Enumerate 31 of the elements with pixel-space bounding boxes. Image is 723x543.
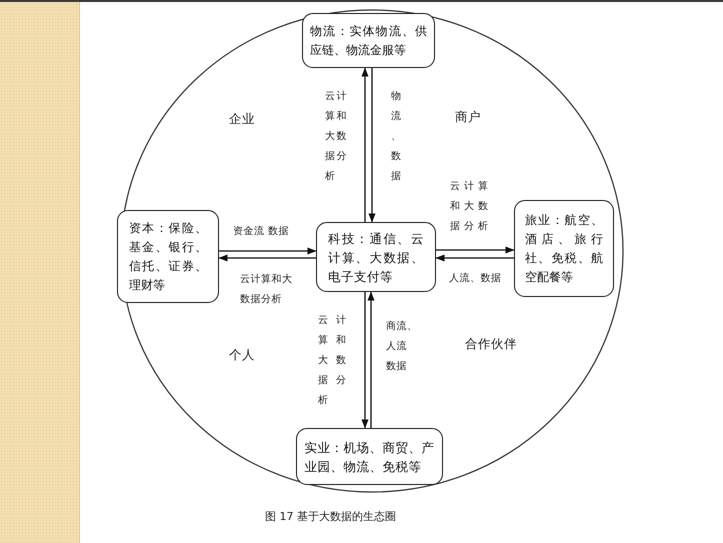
arrow bbox=[436, 254, 514, 262]
node-text: 物流：实体物流、供应链、物流金服等 bbox=[310, 22, 427, 58]
rounded-box bbox=[296, 428, 443, 485]
rounded-box bbox=[316, 222, 436, 292]
edge-label: 云计算和大数据分析 bbox=[325, 90, 348, 184]
edge-label: 人流、数据 bbox=[449, 272, 502, 286]
arrow bbox=[436, 246, 514, 254]
node-text: 科技：通信、云计算、大数据、电子支付等 bbox=[328, 230, 424, 286]
arrow bbox=[218, 254, 316, 262]
figure-caption: 图 17 基于大数据的生态圈 bbox=[265, 510, 396, 524]
edge-label: 云计算和大数据分析 bbox=[450, 180, 492, 234]
rounded-box bbox=[117, 210, 219, 303]
arrow bbox=[368, 292, 374, 428]
edge-label: 商流、人流数据 bbox=[386, 320, 418, 374]
sector-label: 合作伙伴 bbox=[465, 336, 517, 352]
arrow bbox=[368, 68, 376, 222]
edge-label: 资金流 数据 bbox=[233, 224, 290, 239]
sector-label: 商户 bbox=[455, 109, 481, 125]
edge-label: 物流、数据 bbox=[391, 90, 401, 184]
node-text: 旅业：航空、酒店、旅行社、免税、航空配餐等 bbox=[525, 212, 603, 286]
arrow bbox=[362, 292, 368, 428]
rounded-box bbox=[514, 200, 614, 297]
node-text: 实业：机场、商贸、产业园、物流、免税等 bbox=[304, 438, 434, 476]
arrow bbox=[362, 68, 368, 222]
sector-label: 企业 bbox=[229, 111, 255, 127]
rounded-box bbox=[302, 13, 435, 68]
sector-label: 个人 bbox=[229, 347, 255, 363]
edge-label: 云计算和大数据分析 bbox=[318, 314, 354, 408]
arrow bbox=[219, 248, 316, 254]
node-text: 资本：保险、基金、银行、信托、证券、理财等 bbox=[129, 220, 207, 294]
edge-label: 云计算和大数据分析 bbox=[240, 272, 292, 307]
